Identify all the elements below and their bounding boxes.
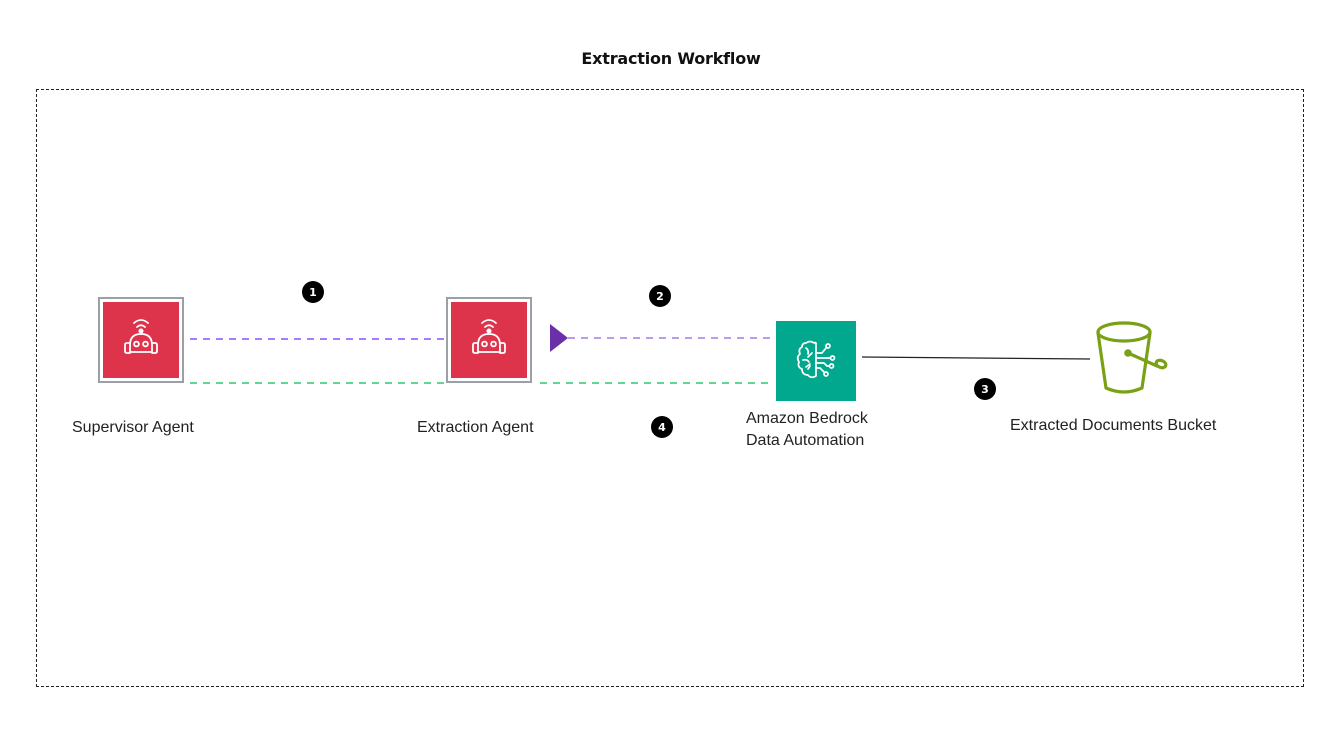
step-badge-4: 4 <box>651 416 673 438</box>
step-badge-3: 3 <box>974 378 996 400</box>
bedrock-label-line1: Amazon Bedrock <box>746 410 868 427</box>
edge-bedrock-to-bucket <box>861 356 1091 360</box>
supervisor-agent-tile[interactable] <box>98 297 184 383</box>
diagram-title: Extraction Workflow <box>581 49 761 68</box>
step-badge-1: 1 <box>302 281 324 303</box>
workflow-group-boundary <box>36 89 1304 687</box>
arrowhead-icon <box>550 324 568 352</box>
extraction-agent-tile[interactable] <box>446 297 532 383</box>
robot-agent-icon <box>472 319 506 354</box>
brain-circuit-icon <box>796 340 836 379</box>
documents-bucket-label: Extracted Documents Bucket <box>1010 417 1217 434</box>
robot-agent-icon <box>124 319 158 354</box>
s3-bucket-icon[interactable] <box>1088 318 1170 400</box>
bedrock-label-line2: Data Automation <box>746 432 865 449</box>
bedrock-tile[interactable] <box>776 321 856 401</box>
step-badge-2: 2 <box>649 285 671 307</box>
supervisor-agent-label: Supervisor Agent <box>72 419 194 436</box>
extraction-agent-label: Extraction Agent <box>417 419 534 436</box>
